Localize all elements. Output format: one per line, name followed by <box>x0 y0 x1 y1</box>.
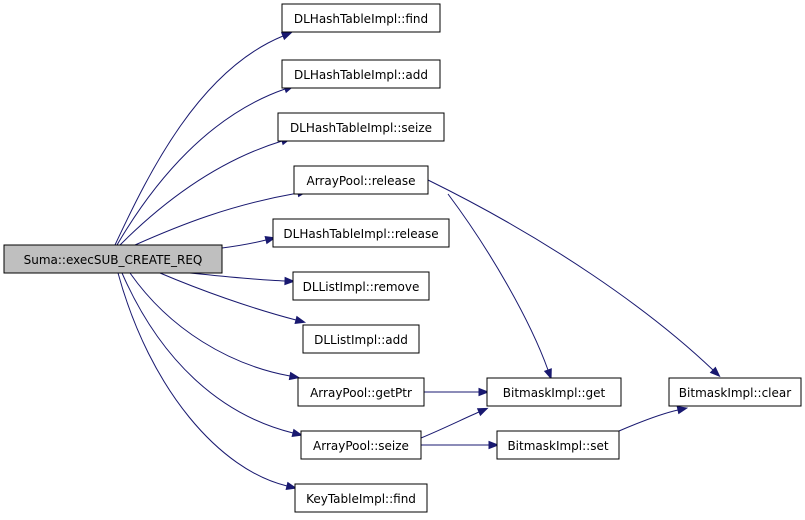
node-box <box>293 165 429 195</box>
node-ap-getptr[interactable]: ArrayPool::getPtr <box>297 377 425 407</box>
edge-line <box>116 88 286 246</box>
edge-exec-to-dlh_release <box>221 236 277 249</box>
node-box <box>302 324 420 354</box>
node-dll-remove[interactable]: DLListImpl::remove <box>292 271 430 301</box>
edge-line <box>159 272 297 321</box>
arrowhead-icon <box>284 276 296 286</box>
edge-line <box>114 35 284 246</box>
arrowhead-icon <box>294 315 307 324</box>
arrowhead-icon <box>288 371 301 381</box>
edge-line <box>420 411 480 439</box>
node-kt-find[interactable]: KeyTableImpl::find <box>294 483 428 513</box>
node-box <box>668 377 802 407</box>
node-label: ArrayPool::seize <box>313 439 409 453</box>
node-label: ArrayPool::release <box>307 174 416 188</box>
arrowhead-icon <box>676 405 689 415</box>
edge-ap_seize-to-bm_set <box>421 440 500 450</box>
node-dll-add[interactable]: DLListImpl::add <box>302 324 420 354</box>
arrowhead-icon <box>285 481 298 490</box>
node-bm-clear[interactable]: BitmaskImpl::clear <box>668 377 802 407</box>
node-dlh-seize[interactable]: DLHashTableImpl::seize <box>277 112 445 142</box>
node-exec: Suma::execSUB_CREATE_REQ <box>3 244 223 274</box>
node-label: KeyTableImpl::find <box>306 492 416 506</box>
arrowhead-icon <box>476 407 489 417</box>
edge-line <box>618 409 679 432</box>
node-dlh-add[interactable]: DLHashTableImpl::add <box>281 59 441 89</box>
edge-exec-to-dll_remove <box>179 271 296 286</box>
node-box <box>486 377 622 407</box>
node-label: DLHashTableImpl::seize <box>290 121 432 135</box>
node-label: DLHashTableImpl::release <box>283 227 438 241</box>
node-box <box>300 430 422 460</box>
node-bm-set[interactable]: BitmaskImpl::set <box>496 430 620 460</box>
arrowhead-icon <box>543 368 552 380</box>
node-box <box>3 244 223 274</box>
node-ap-seize[interactable]: ArrayPool::seize <box>300 430 422 460</box>
node-label: BitmaskImpl::get <box>503 386 606 400</box>
edge-line <box>129 272 291 377</box>
arrowhead-icon <box>709 366 721 378</box>
node-box <box>297 377 425 407</box>
node-bm-get[interactable]: BitmaskImpl::get <box>486 377 622 407</box>
edge-bm_set-to-bm_clear <box>618 405 689 432</box>
node-label: DLHashTableImpl::find <box>294 12 428 26</box>
node-box <box>496 430 620 460</box>
edge-line <box>221 239 267 249</box>
node-label: ArrayPool::getPtr <box>310 386 412 400</box>
edge-line <box>427 179 714 371</box>
node-label: Suma::execSUB_CREATE_REQ <box>24 253 203 267</box>
node-box <box>281 59 441 89</box>
node-label: DLListImpl::remove <box>303 280 420 294</box>
nodes-layer: Suma::execSUB_CREATE_REQ DLHashTableImpl:… <box>3 3 802 513</box>
node-dlh-release[interactable]: DLHashTableImpl::release <box>272 218 450 248</box>
arrowhead-icon <box>264 236 277 245</box>
node-box <box>294 483 428 513</box>
node-label: DLListImpl::add <box>314 333 408 347</box>
edge-line <box>119 140 283 246</box>
node-box <box>272 218 450 248</box>
edge-line <box>134 192 299 246</box>
edge-line <box>121 272 294 434</box>
node-box <box>292 271 430 301</box>
node-label: BitmaskImpl::set <box>507 439 608 453</box>
edge-ap_seize-to-bm_get <box>420 407 489 439</box>
arrowhead-icon <box>291 428 304 437</box>
edge-ap_getptr-to-bm_get <box>424 387 490 397</box>
node-box <box>277 112 445 142</box>
edge-line <box>447 193 549 371</box>
edge-exec-to-ap_seize <box>121 272 304 437</box>
edge-exec-to-dll_add <box>159 272 307 324</box>
node-label: DLHashTableImpl::add <box>294 68 428 82</box>
node-dlh-find[interactable]: DLHashTableImpl::find <box>281 3 441 33</box>
edge-exec-to-dlh_add <box>116 85 295 246</box>
edge-exec-to-kt_find <box>117 272 298 490</box>
node-label: BitmaskImpl::clear <box>679 386 791 400</box>
arrowhead-icon <box>280 32 293 41</box>
edge-ap_release-to-bm_clear <box>427 179 721 378</box>
edge-ap_release-to-bm_get <box>447 193 552 380</box>
arrowhead-icon <box>488 440 500 450</box>
edge-exec-to-dlh_seize <box>119 137 292 246</box>
node-box <box>281 3 441 33</box>
node-ap-release[interactable]: ArrayPool::release <box>293 165 429 195</box>
edge-line <box>117 272 288 487</box>
arrowhead-icon <box>478 387 490 397</box>
edge-exec-to-ap_getptr <box>129 272 301 381</box>
edge-exec-to-dlh_find <box>114 32 293 246</box>
